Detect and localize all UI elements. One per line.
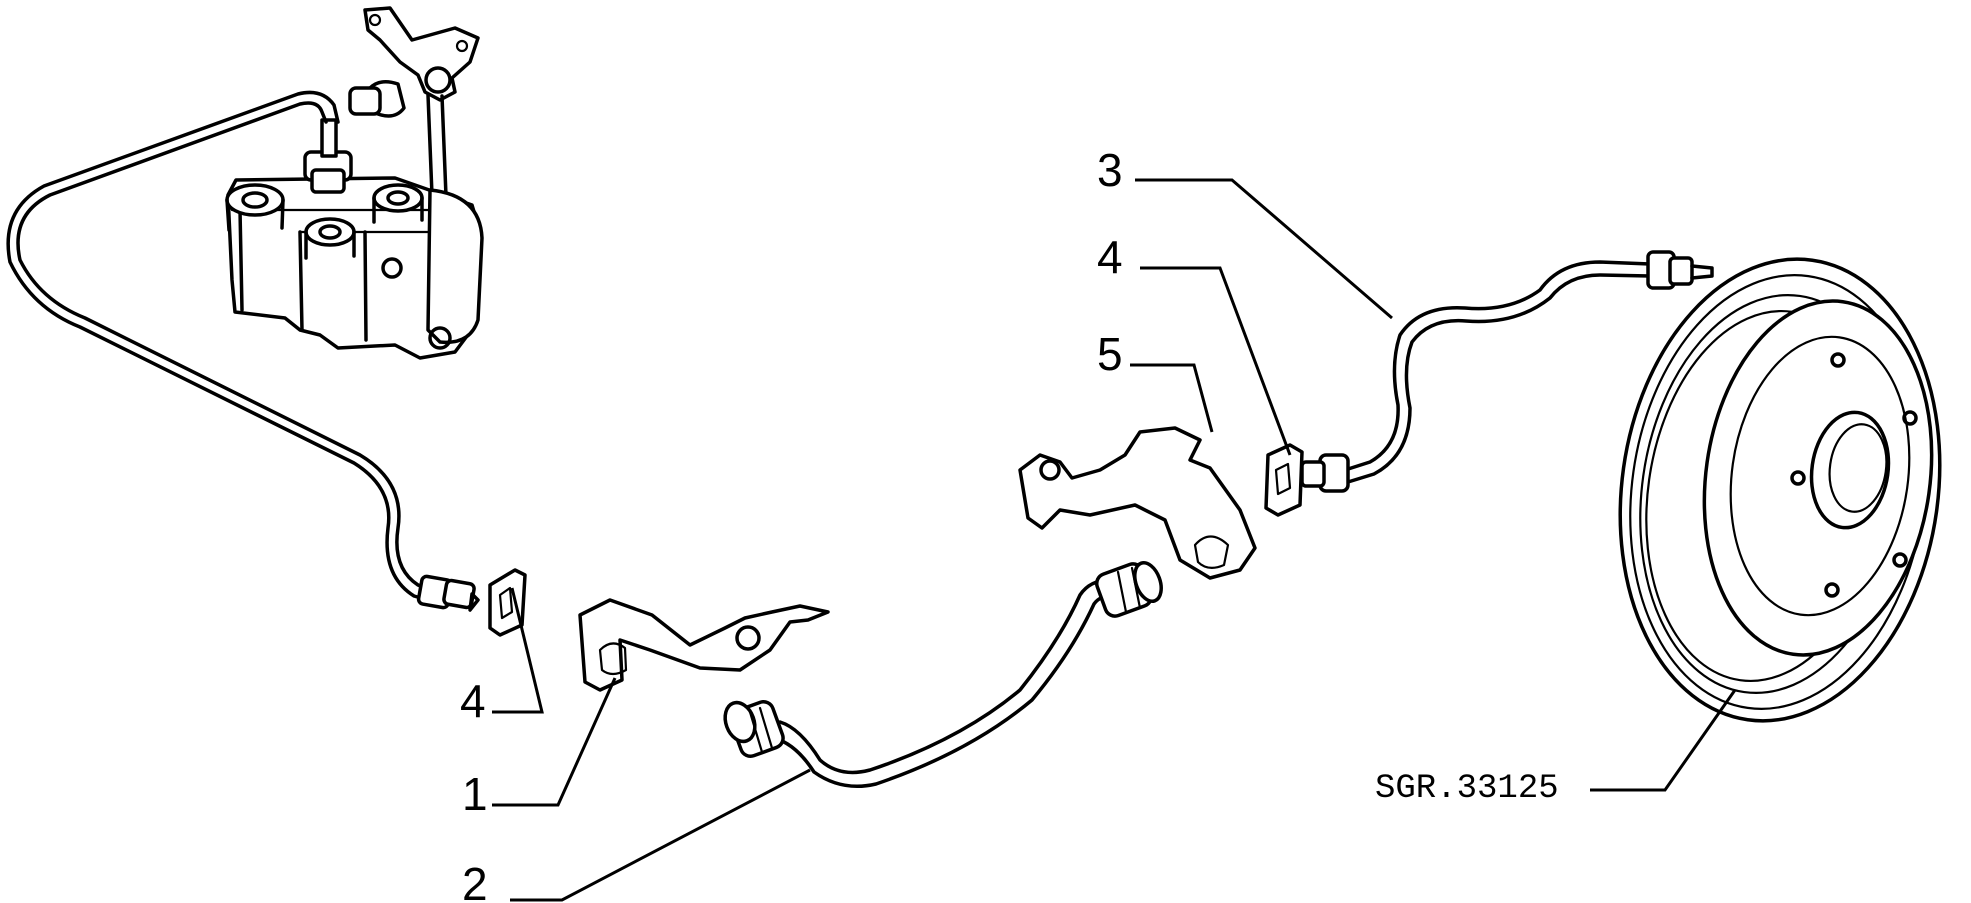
callout-4-left: 4 [460,675,486,727]
brake-drum [1618,257,1942,723]
brake-pressure-regulator [225,6,484,360]
callout-5: 5 [1097,328,1123,380]
callout-leaders [492,178,1737,902]
callout-3: 3 [1097,144,1123,196]
callout-4-right: 4 [1097,231,1123,283]
rigid-brake-pipe-right [1300,250,1714,493]
hose-support-bracket-right [1018,426,1257,580]
flexible-brake-hose [723,561,1163,788]
callout-1: 1 [462,768,488,820]
callout-2: 2 [462,858,488,903]
hose-mounting-bracket [578,598,830,692]
reference-code: SGR.33125 [1375,770,1559,808]
rigid-brake-pipe-left [6,90,480,612]
retaining-clip-right [1264,443,1304,517]
